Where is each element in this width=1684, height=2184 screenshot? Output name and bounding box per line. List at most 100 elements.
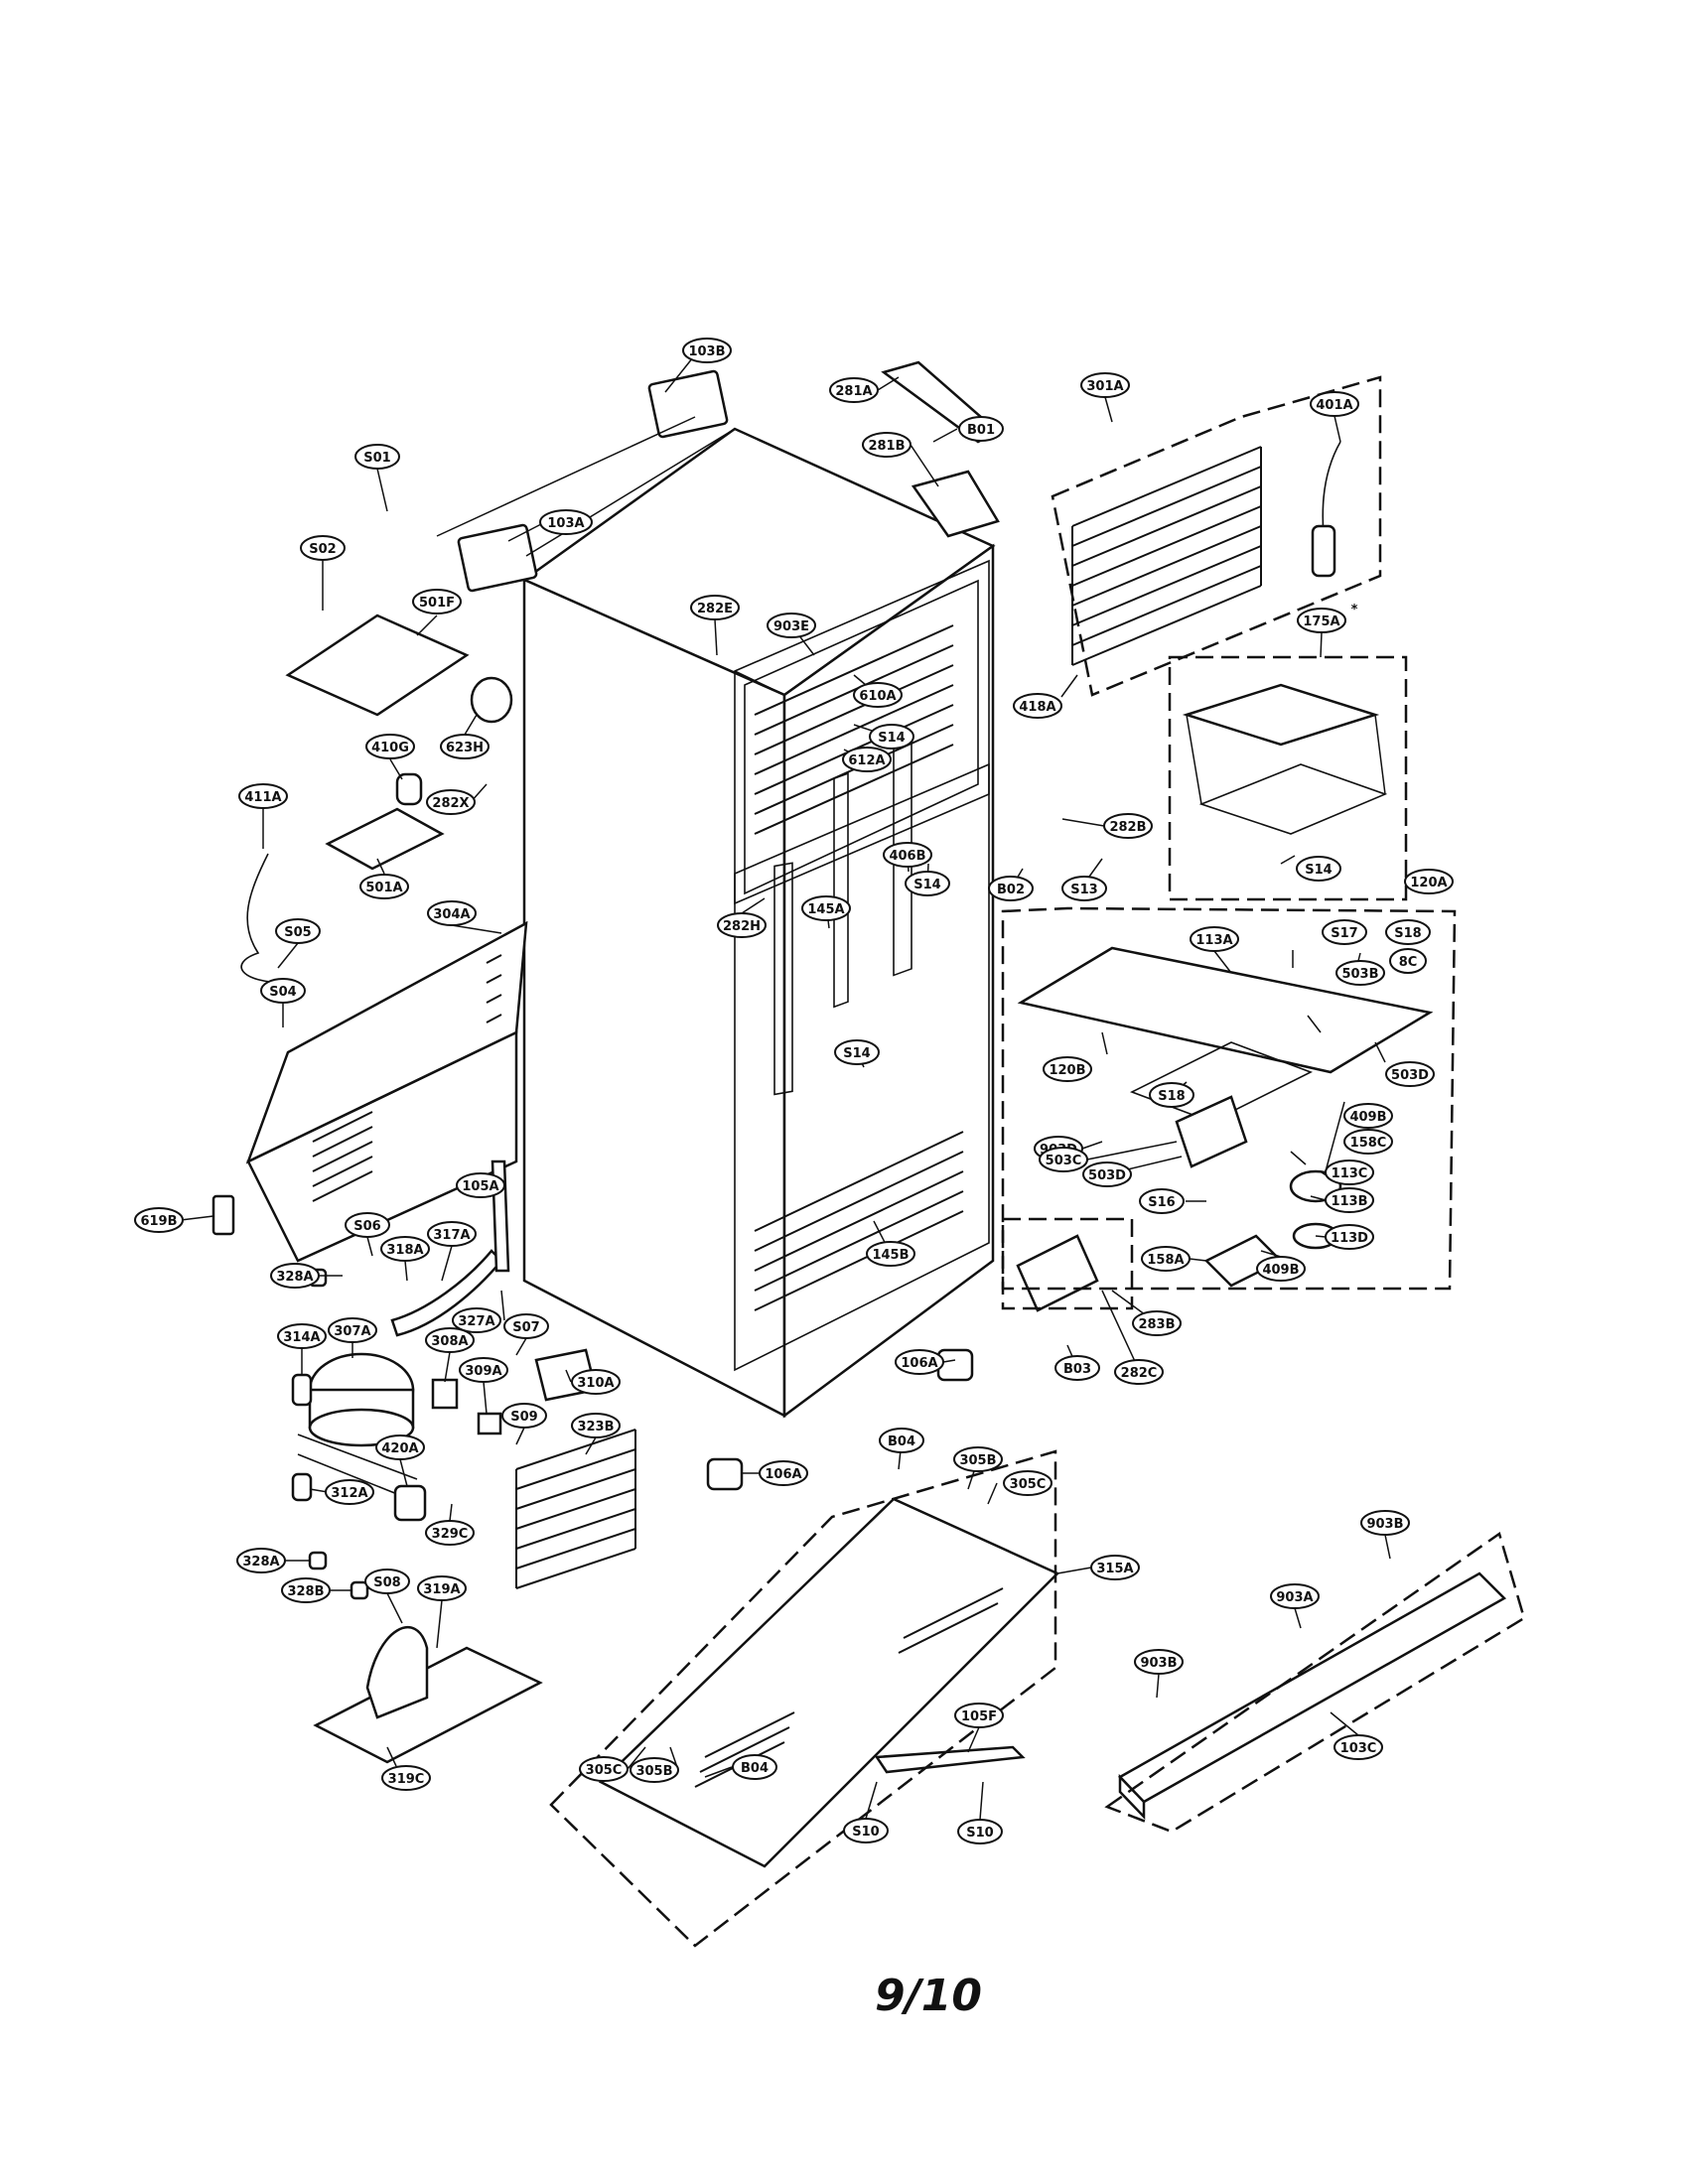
callout-S10-2: S10	[957, 1819, 1003, 1844]
refrigerator-cabinet	[521, 427, 996, 1419]
callout-label: S18	[1394, 926, 1421, 941]
callout-label: 120A	[1410, 876, 1447, 890]
callout-label: S05	[284, 925, 311, 940]
callout-319C: 319C	[381, 1765, 431, 1791]
callout-S13: S13	[1061, 876, 1107, 901]
callout-label: B01	[967, 423, 995, 438]
callout-406B: 406B	[883, 842, 932, 868]
callout-B02: B02	[988, 876, 1034, 901]
callout-label: 314A	[283, 1330, 320, 1345]
callout-282C: 282C	[1114, 1359, 1164, 1385]
callout-410G: 410G	[365, 734, 415, 759]
callout-418A: 418A	[1013, 693, 1062, 719]
callout-145B: 145B	[866, 1241, 915, 1267]
callout-label: 282B	[1109, 820, 1146, 835]
callout-282E: 282E	[690, 595, 740, 620]
callout-label: 113C	[1332, 1166, 1368, 1181]
callout-label: 501F	[419, 596, 455, 611]
callout-label: 903E	[773, 619, 809, 634]
callout-label: 307A	[334, 1324, 370, 1339]
page-number: 9/10	[875, 1971, 982, 2021]
callout-315A: 315A	[1090, 1555, 1140, 1580]
callout-label: B04	[741, 1761, 769, 1776]
callout-283B: 283B	[1132, 1310, 1182, 1336]
callout-label: B04	[888, 1434, 915, 1449]
callout-305C-1: 305C	[1003, 1470, 1052, 1496]
callout-label: 113A	[1195, 933, 1232, 948]
callout-label: S14	[1305, 863, 1332, 878]
callout-S09: S09	[501, 1403, 547, 1429]
callout-S06: S06	[345, 1212, 390, 1238]
callout-314A: 314A	[277, 1323, 327, 1349]
callout-310A: 310A	[571, 1369, 621, 1395]
callout-329C: 329C	[425, 1520, 475, 1546]
callout-503D-1: 503D	[1385, 1061, 1435, 1087]
callout-S18-2: S18	[1149, 1082, 1194, 1108]
note-marker: *	[1351, 603, 1358, 617]
callout-label: 305C	[1010, 1477, 1047, 1492]
callout-label: S17	[1331, 926, 1357, 941]
callout-label: 282C	[1121, 1366, 1158, 1381]
callout-label: 281A	[835, 384, 872, 399]
callout-S14-2: S14	[905, 871, 950, 896]
callout-401A: 401A	[1310, 391, 1359, 417]
callout-label: S08	[373, 1575, 400, 1590]
callout-label: 420A	[381, 1441, 418, 1456]
callout-label: 411A	[244, 790, 281, 805]
callout-B04-1: B04	[879, 1428, 924, 1453]
callout-409B-1: 409B	[1343, 1103, 1393, 1129]
callout-113C: 113C	[1325, 1160, 1374, 1185]
back-panel-vents	[312, 954, 502, 1202]
callout-619B: 619B	[134, 1207, 184, 1233]
callout-105F: 105F	[954, 1703, 1004, 1728]
callout-label: 283B	[1138, 1317, 1175, 1332]
callout-label: 8C	[1399, 955, 1418, 970]
callout-307A: 307A	[328, 1317, 377, 1343]
callout-113B: 113B	[1325, 1187, 1374, 1213]
callout-label: 327A	[458, 1314, 494, 1329]
callout-903A: 903A	[1270, 1583, 1320, 1609]
callout-S18-1: S18	[1385, 919, 1431, 945]
callout-label: 610A	[859, 689, 896, 704]
callout-145A: 145A	[801, 895, 851, 921]
callout-label: 106A	[765, 1467, 801, 1482]
callout-label: 308A	[431, 1334, 468, 1349]
callout-106A-2: 106A	[759, 1460, 808, 1486]
callout-label: 612A	[848, 753, 885, 768]
callout-label: 619B	[140, 1214, 177, 1229]
callout-282X: 282X	[426, 789, 476, 815]
condenser-coil	[515, 1429, 636, 1589]
callout-S02: S02	[300, 535, 346, 561]
callout-label: S02	[309, 542, 336, 557]
callout-label: 304A	[433, 907, 470, 922]
callout-S08: S08	[364, 1569, 410, 1594]
callout-label: S18	[1158, 1089, 1185, 1104]
callout-281A: 281A	[829, 377, 879, 403]
callout-label: 301A	[1086, 379, 1123, 394]
callout-411A: 411A	[238, 783, 288, 809]
callout-label: 103C	[1340, 1741, 1377, 1756]
callout-S14-4: S14	[1296, 856, 1341, 882]
callout-label: B02	[997, 883, 1025, 897]
callout-label: S01	[363, 451, 390, 466]
callout-label: S09	[510, 1410, 537, 1425]
callout-label: 106A	[901, 1356, 937, 1371]
callout-label: 903B	[1366, 1517, 1403, 1532]
callout-420A: 420A	[375, 1434, 425, 1460]
callout-501A: 501A	[359, 874, 409, 899]
callout-903B-1: 903B	[1360, 1510, 1410, 1536]
callout-label: 501A	[365, 881, 402, 895]
callout-label: 319A	[423, 1582, 460, 1597]
callout-503D-2: 503D	[1082, 1161, 1132, 1187]
callout-label: 120B	[1049, 1063, 1085, 1078]
callout-8C: 8C	[1389, 948, 1427, 974]
callout-503B: 503B	[1335, 960, 1385, 986]
callout-label: 318A	[386, 1243, 423, 1258]
callout-label: 105F	[961, 1709, 997, 1724]
callout-105A: 105A	[456, 1172, 505, 1198]
callout-label: S10	[966, 1826, 993, 1841]
callout-318A: 318A	[380, 1236, 430, 1262]
callout-103B: 103B	[682, 338, 732, 363]
callout-label: 329C	[432, 1527, 469, 1542]
